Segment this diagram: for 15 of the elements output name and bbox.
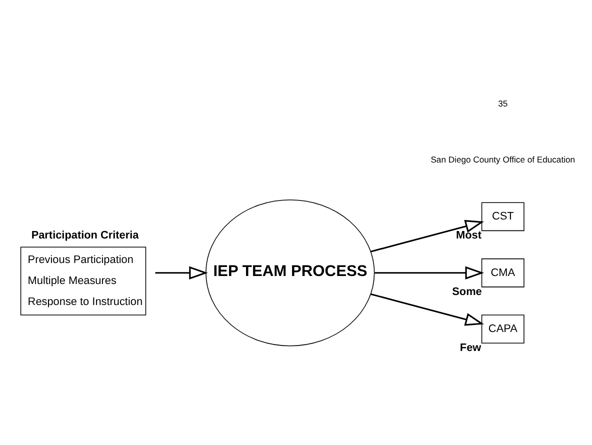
arrow <box>370 220 484 252</box>
node-label: Few <box>460 342 482 354</box>
node-box: Previous Participation Multiple Measures Response to Instruction <box>20 246 146 316</box>
node-box: CMA <box>481 258 524 288</box>
label: 35 <box>498 98 508 108</box>
node-label: Participation Criteria <box>31 230 139 242</box>
node-box: CAPA <box>481 314 524 344</box>
arrow <box>374 266 484 280</box>
node-ellipse: IEP TEAM PROCESS <box>206 199 375 346</box>
node-label: Some <box>452 286 482 298</box>
arrow <box>370 293 484 326</box>
node-label: Most <box>456 230 482 242</box>
arrow <box>155 266 208 280</box>
label: San Diego County Office of Education <box>430 154 576 165</box>
node-box: CST <box>481 202 524 232</box>
